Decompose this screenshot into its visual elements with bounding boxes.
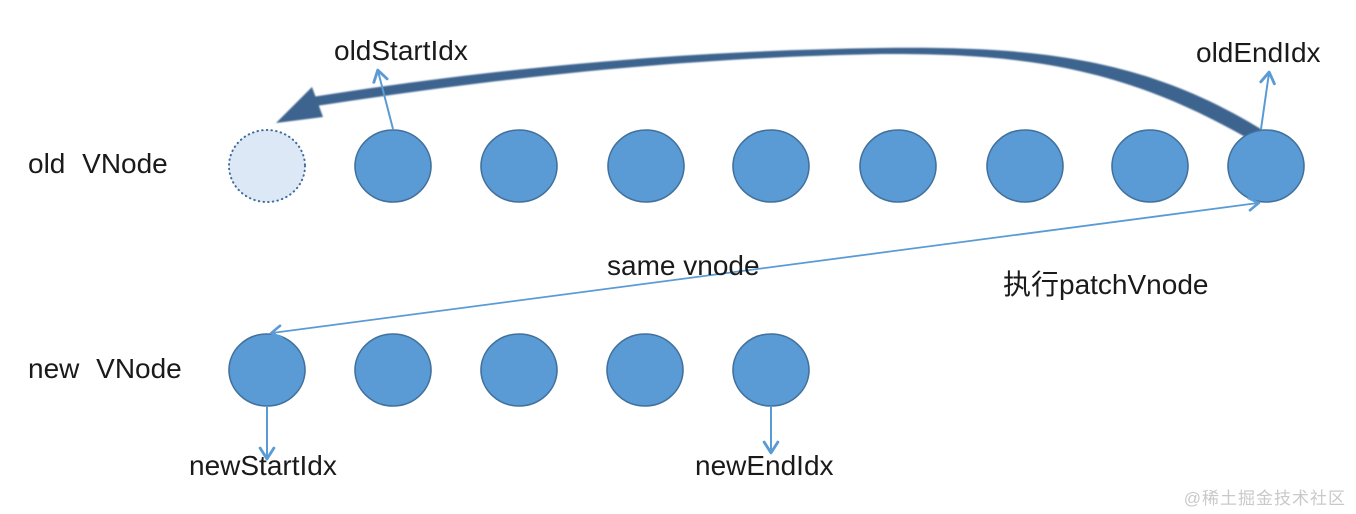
new-vnode-circle — [732, 333, 810, 407]
old-vnode-circle — [986, 129, 1064, 203]
same-vnode-connector-arrow — [269, 196, 1261, 340]
new-vnode-circle — [480, 333, 558, 407]
new-vnode-circle — [354, 333, 432, 407]
old-start-idx-label: oldStartIdx — [334, 35, 468, 66]
old-vnode-circle — [859, 129, 937, 203]
site-watermark: @稀土掘金技术社区 — [1183, 489, 1346, 508]
old-vnode-circle — [480, 129, 558, 203]
curved-move-arrow — [276, 47, 1272, 142]
new-start-idx-label: newStartIdx — [189, 450, 337, 481]
old-end-idx-label: oldEndIdx — [1196, 37, 1321, 68]
new-end-idx-label: newEndIdx — [695, 450, 834, 481]
same-vnode-label: same vnode — [607, 250, 760, 281]
new-vnode-row — [228, 333, 810, 407]
old-vnode-circle — [732, 129, 810, 203]
new-vnode-circle — [606, 333, 684, 407]
old-vnode-circle — [1111, 129, 1189, 203]
patch-vnode-label: 执行patchVnode — [1003, 269, 1209, 300]
old-vnode-circle — [607, 129, 685, 203]
old-vnode-ghost-circle — [228, 129, 306, 203]
curved-move-arrowhead — [276, 87, 323, 123]
old-start-idx-arrow — [372, 68, 394, 130]
new-vnode-circle — [228, 333, 306, 407]
old-vnode-circle — [1227, 129, 1305, 203]
old-row-label: old VNode — [28, 148, 168, 179]
new-row-label: new VNode — [28, 353, 182, 384]
old-end-idx-arrow — [1259, 70, 1276, 130]
old-vnode-circle — [354, 129, 432, 203]
old-vnode-row — [228, 129, 1305, 203]
